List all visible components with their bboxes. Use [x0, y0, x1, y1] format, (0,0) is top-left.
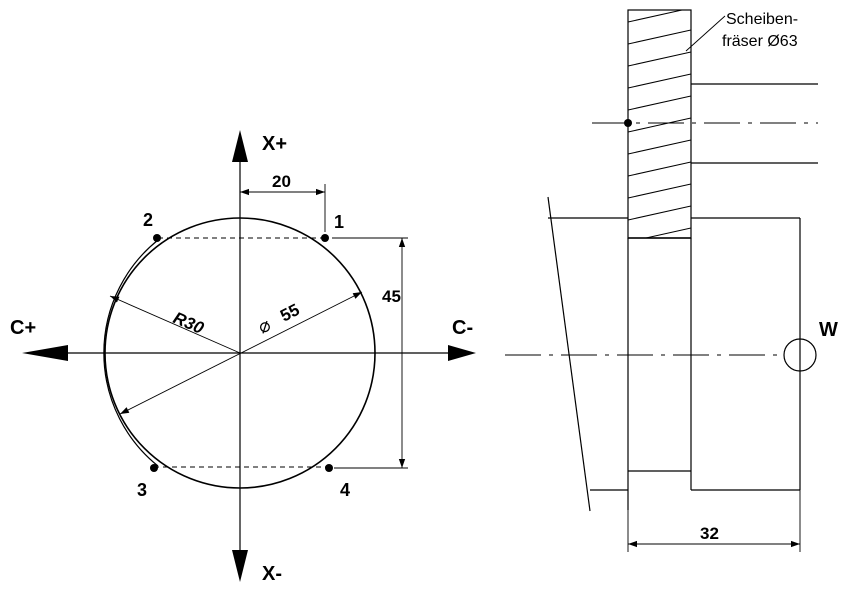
- radius-30-arc: [103, 239, 159, 467]
- diameter-55-circle: [104, 217, 376, 489]
- c-minus-label: C-: [452, 317, 473, 339]
- workpiece-zero-label: W: [819, 319, 838, 341]
- point-1-marker: [321, 234, 329, 242]
- x-minus-arrowhead: [232, 550, 248, 582]
- dim-32-text: 32: [700, 524, 719, 543]
- break-line: [547, 196, 591, 512]
- c-plus-arrowhead: [22, 345, 68, 361]
- point-3-label: 3: [137, 480, 147, 500]
- tool-center-point: [624, 119, 632, 127]
- x-plus-label: X+: [262, 133, 287, 155]
- tool-label-line2: fräser Ø63: [722, 33, 798, 50]
- point-4-marker: [325, 464, 333, 472]
- point-4-label: 4: [340, 480, 350, 500]
- workpiece: [547, 196, 801, 512]
- disc-cutter: [627, 9, 692, 239]
- c-minus-arrowhead: [448, 345, 476, 361]
- x-minus-label: X-: [262, 563, 282, 585]
- c-plus-label: C+: [10, 317, 36, 339]
- side-view: Scheiben- fräser Ø63 W 32: [505, 9, 838, 552]
- tool-label-line1: Scheiben-: [726, 11, 798, 28]
- front-view: X+ X- C+ C- 1 2 3 4 20 45 R30 ⌀ 55: [10, 130, 476, 585]
- diameter-55-text: 55: [277, 300, 302, 326]
- point-2-label: 2: [143, 210, 153, 230]
- workpiece-zero-circle: [783, 338, 817, 372]
- cutter-outline: [627, 9, 692, 239]
- point-3-marker: [150, 464, 158, 472]
- diameter-symbol: ⌀: [255, 315, 275, 339]
- point-2-marker: [153, 234, 161, 242]
- dim-45-text: 45: [382, 287, 401, 306]
- tool-label-leader: [685, 15, 726, 52]
- point-1-label: 1: [334, 212, 344, 232]
- radius-30-text: R30: [170, 308, 207, 338]
- diameter-leader: [119, 291, 363, 415]
- dim-20-text: 20: [272, 172, 291, 191]
- x-plus-arrowhead: [232, 130, 248, 162]
